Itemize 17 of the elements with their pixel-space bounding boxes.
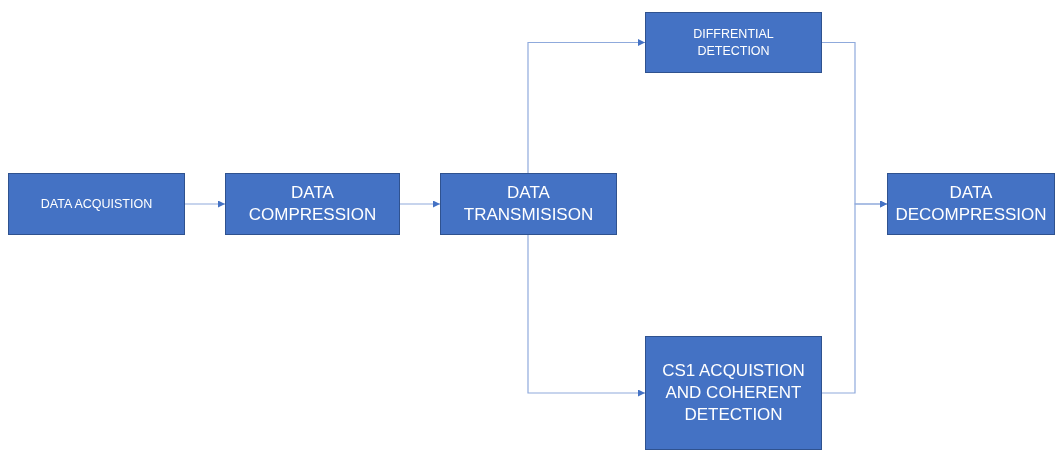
box-label: DATA ACQUISTION	[40, 195, 153, 213]
process-box	[645, 12, 822, 73]
arrow	[821, 200, 888, 394]
arrow	[399, 200, 441, 208]
box-label: DATA TRANSMISISON	[462, 181, 595, 226]
arrow	[527, 234, 646, 397]
box-label: DIFFRENTIAL DETECTION	[692, 26, 775, 59]
arrow	[184, 200, 226, 208]
process-box	[225, 173, 400, 235]
box-label: CS1 ACQUISTION AND COHERENT DETECTION	[661, 359, 806, 427]
process-box	[440, 173, 617, 235]
process-box	[8, 173, 185, 235]
arrow	[527, 39, 646, 174]
box-label: DATA COMPRESSION	[247, 181, 378, 226]
box-label: DATA DECOMPRESSION	[894, 181, 1048, 226]
process-box	[645, 336, 822, 450]
process-box	[887, 173, 1055, 235]
